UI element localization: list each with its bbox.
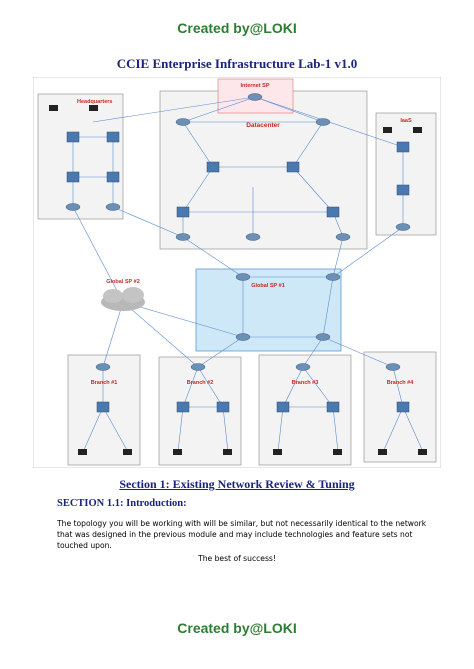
network-topology-diagram: Headquarters Internet SP Datacenter IaaS… <box>33 77 441 468</box>
iaas-zone <box>375 112 437 236</box>
pc-icons <box>49 105 427 455</box>
branch2-label: Branch #2 <box>187 380 214 386</box>
global-sp1-label: Global SP #1 <box>251 283 285 289</box>
section-1-1-title: SECTION 1.1: Introduction: <box>57 498 187 509</box>
branch4-label: Branch #4 <box>387 380 415 386</box>
closing-line: The best of success! <box>198 554 276 563</box>
header-created-by: Created by@LOKI <box>177 20 297 36</box>
switch-icons <box>66 131 410 413</box>
router-icons <box>65 93 411 371</box>
topology-links <box>72 96 424 453</box>
footer-created-by: Created by@LOKI <box>177 620 297 636</box>
datacenter-label: Datacenter <box>246 122 280 129</box>
page-title: CCIE Enterprise Infrastructure Lab-1 v1.… <box>116 56 358 71</box>
internet-sp-label: Internet SP <box>240 83 269 89</box>
intro-paragraph: The topology you will be working with wi… <box>57 519 427 550</box>
section-1-title: Section 1: Existing Network Review & Tun… <box>119 477 355 491</box>
branch1-label: Branch #1 <box>91 380 118 386</box>
headquarters-label: Headquarters <box>77 99 112 105</box>
global-sp2-cloud <box>101 287 145 311</box>
headquarters-zone <box>37 93 124 220</box>
datacenter-zone <box>159 90 368 250</box>
iaas-label: IaaS <box>400 118 412 124</box>
branch3-label: Branch #3 <box>292 380 319 386</box>
global-sp2-label: Global SP #2 <box>106 279 140 285</box>
